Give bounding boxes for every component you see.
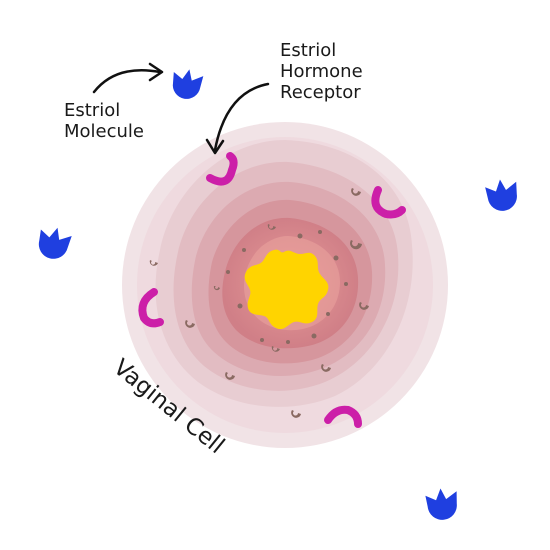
receptors [138,152,406,428]
estriol-molecule-icon [484,177,520,213]
estriol-receptor-icon [206,152,238,186]
organelle [242,248,246,252]
organelle [344,282,348,286]
organelle [149,260,158,266]
organelle [297,233,303,239]
label-estriol-receptor: Estriol Hormone Receptor [280,40,368,103]
organelle [326,312,330,316]
arrow-icon [205,138,225,155]
organelle [260,338,264,342]
organelle [350,240,362,250]
label-line: Molecule [64,121,144,142]
organelle [333,255,339,261]
organelle [226,270,230,274]
label-line: Estriol [280,40,336,61]
label-line: Receptor [280,82,361,103]
estriol-molecule-icon [169,66,205,102]
arrow-icon [92,68,162,94]
organelle [351,188,361,196]
estriol-receptor-icon [371,186,406,219]
organelle [321,364,331,372]
organelle [185,320,195,328]
nucleus [244,249,329,330]
estriol-molecule-icon [424,486,460,522]
arrow-icon [148,62,164,82]
label-line: Hormone [280,61,363,82]
label-line: Estriol [64,100,120,121]
arrow-icon [213,82,270,152]
organelle [267,224,276,230]
organelle [237,303,243,309]
estriol-receptor-icon [324,405,362,428]
organelle [213,286,220,291]
label-estriol-molecule: Estriol Molecule [64,100,144,142]
organelle [318,230,322,234]
estriol-receptor-icon [138,288,164,328]
vaginal-cell [122,122,448,448]
organelle [359,302,369,310]
organelle [271,346,280,352]
estriol-molecule-icon [34,223,73,263]
organelle [291,410,301,418]
organelle [286,340,290,344]
organelle [225,372,235,380]
arrows [92,62,270,155]
organelle [311,333,317,339]
organelles [149,188,369,418]
